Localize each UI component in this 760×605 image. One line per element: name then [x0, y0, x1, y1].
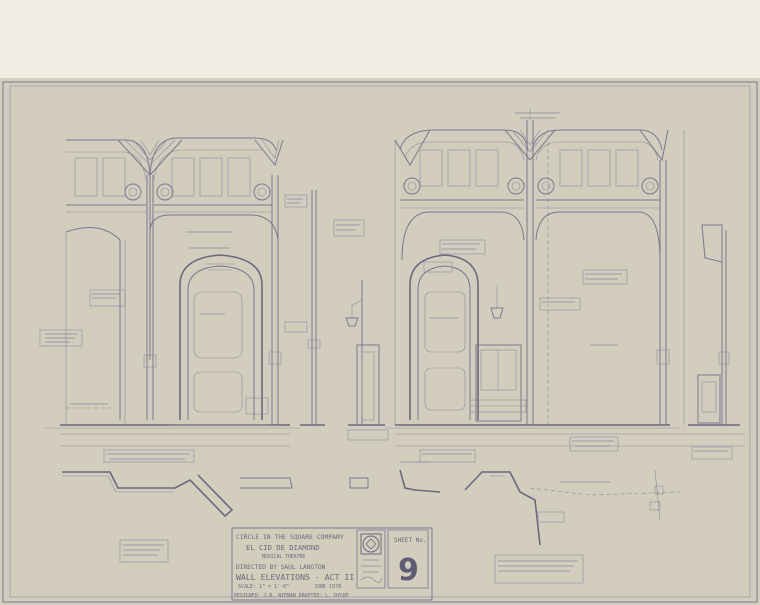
- plan-sections: [62, 461, 681, 584]
- sheet-border: [2, 81, 758, 603]
- wall-section: [284, 190, 365, 426]
- theatre-logo-icon: [360, 533, 382, 555]
- scale-note: SCALE: 1" = 1'-0": [238, 584, 289, 590]
- left-elevation: [39, 137, 300, 429]
- company-name: CIRCLE IN THE SQUARE COMPANY: [236, 533, 344, 541]
- sheet-title: WALL ELEVATIONS - ACT II: [236, 572, 354, 582]
- right-elevation: [385, 108, 740, 429]
- date-note: JUNE 1978: [314, 584, 341, 590]
- side-section-lamp: [345, 280, 389, 441]
- designed-drafted-line: DESIGNED: J.R. NIEMAN DRAFTED: L. DYCKE: [234, 593, 349, 599]
- stamp-marks: [360, 559, 383, 583]
- play-subtitle: MUSICAL THEATRE: [262, 554, 305, 560]
- sheet-number-box: [387, 529, 429, 589]
- blueprint-sheet: [0, 78, 760, 605]
- title-block-frame: [231, 527, 433, 601]
- dimension-lines: [60, 433, 745, 463]
- director-line: DIRECTED BY SAUL LANGTON: [236, 564, 326, 571]
- sheet-number: 9: [398, 553, 419, 588]
- logo-panel: [356, 529, 386, 589]
- play-title: EL CID DE DIAMOND: [246, 543, 320, 552]
- paper-top-margin: [0, 0, 760, 78]
- sheet-number-label: SHEET No.: [394, 537, 427, 544]
- sheet-inner-border: [9, 85, 751, 598]
